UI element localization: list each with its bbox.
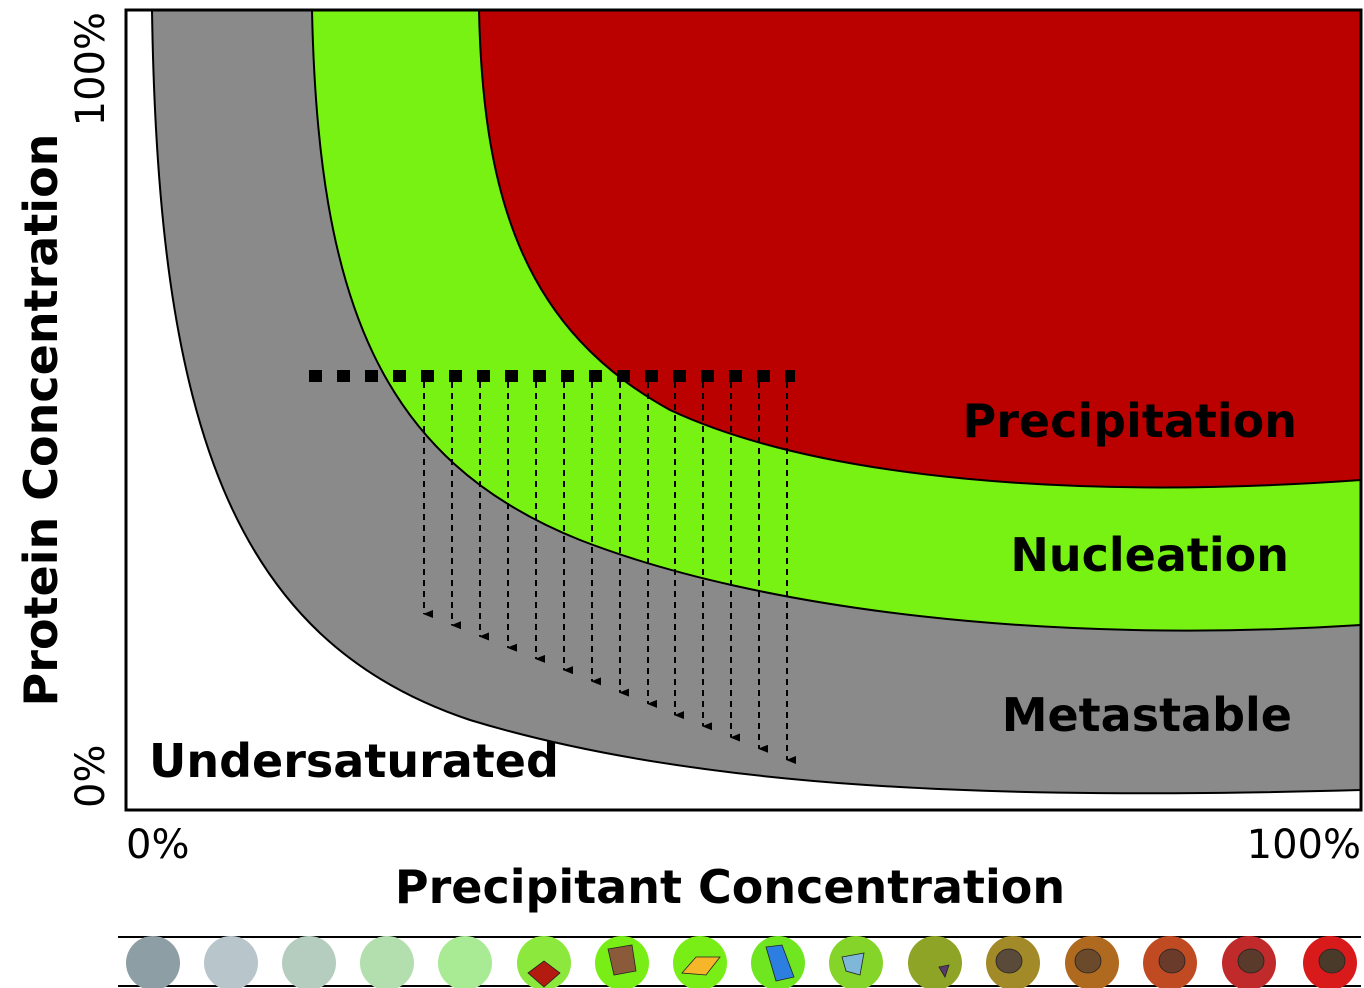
precipitation-region xyxy=(477,10,1361,489)
precipitation-label: Precipitation xyxy=(963,394,1297,448)
x-axis-title: Precipitant Concentration xyxy=(395,860,1065,914)
precipitate-icon xyxy=(1303,936,1357,988)
twin-crystal-icon xyxy=(673,936,727,988)
precipitate-icon xyxy=(1222,936,1276,988)
single-crystal-icon xyxy=(595,936,649,988)
plot-frame xyxy=(124,8,1363,812)
single-crystal-icon xyxy=(517,936,571,988)
dilution-arrows xyxy=(423,382,796,764)
crystal-cluster-icon xyxy=(829,936,883,988)
precipitate-icon xyxy=(1143,936,1197,988)
y-axis-min-label: 0% xyxy=(68,745,114,808)
x-axis-min-label: 0% xyxy=(126,822,189,868)
metastable-label: Metastable xyxy=(1002,688,1292,742)
clear-drop-icon xyxy=(438,936,492,988)
blue-crystal-icon xyxy=(751,936,805,988)
drop-strip xyxy=(118,936,1361,988)
precipitate-icon xyxy=(1065,936,1119,988)
undersaturated-label: Undersaturated xyxy=(149,734,559,788)
x-axis-max-label: 100% xyxy=(1247,822,1361,868)
microcrystal-icon xyxy=(908,936,962,988)
clear-drop-icon xyxy=(126,936,180,988)
nucleation-label: Nucleation xyxy=(1010,528,1289,582)
clear-drop-icon xyxy=(204,936,258,988)
clear-drop-icon xyxy=(282,936,336,988)
clear-drop-icon xyxy=(360,936,414,988)
y-axis-title: Protein Concentration xyxy=(14,134,68,707)
y-axis-max-label: 100% xyxy=(68,12,114,126)
precipitate-icon xyxy=(986,936,1040,988)
